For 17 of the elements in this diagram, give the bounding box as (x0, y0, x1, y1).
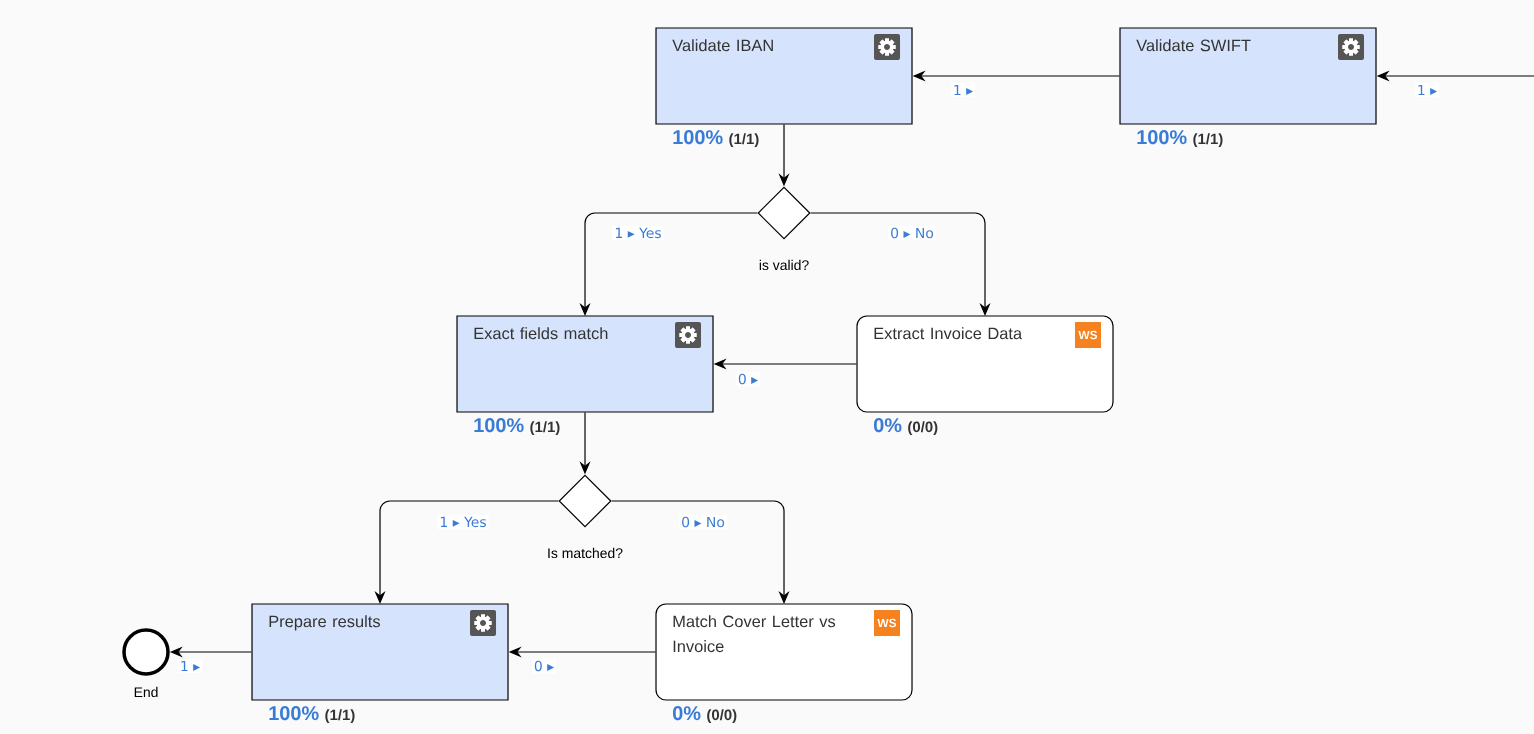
progress-stat: 100% (1/1) (474, 418, 560, 436)
task-box: Validate IBAN (655, 27, 913, 125)
progress-stat: 100% (1/1) (673, 130, 759, 148)
service-badge: WS (1075, 322, 1101, 348)
task-box: Validate SWIFT (1119, 27, 1377, 125)
arrow (810, 212, 991, 316)
progress-stat: 100% (1/1) (1137, 130, 1223, 148)
node-caption: End (134, 686, 158, 698)
service-badge: WS (874, 610, 900, 636)
task-box: Exact fields match (456, 315, 714, 413)
node-caption: Is matched? (548, 547, 623, 559)
arrow (611, 500, 790, 604)
progress-stat: 0% (0/0) (673, 706, 737, 724)
node-caption: is valid? (759, 259, 809, 271)
progress-stat: 100% (1/1) (269, 706, 355, 724)
progress-stat: 0% (0/0) (874, 418, 938, 436)
task-box: Prepare results (251, 603, 509, 701)
